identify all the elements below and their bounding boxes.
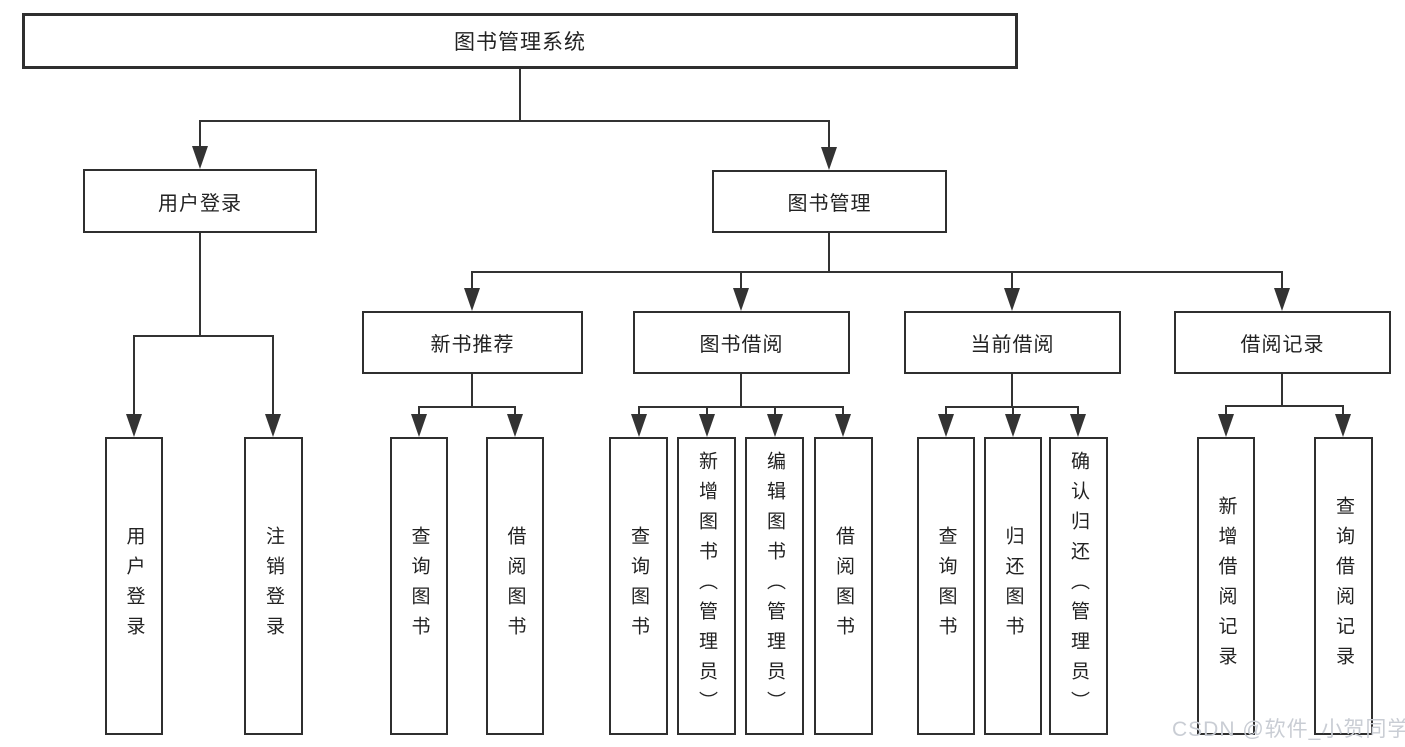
arrowhead-down-icon: [507, 414, 523, 437]
leaf-borrow-books-borrow: 借阅图书: [814, 437, 873, 735]
node-label: 图书管理系统: [454, 31, 586, 54]
leaf-label: 归还图书: [1002, 526, 1024, 646]
connector-line: [1225, 405, 1344, 407]
node-book-borrowing: 图书借阅: [633, 311, 850, 374]
node-label: 新书推荐: [430, 334, 515, 356]
connector-line: [133, 335, 274, 337]
leaf-logout: 注销登录: [244, 437, 303, 735]
node-label: 图书管理: [787, 193, 872, 215]
node-book-management: 图书管理: [712, 170, 947, 233]
arrowhead-down-icon: [821, 147, 837, 170]
arrowhead-down-icon: [1274, 288, 1290, 311]
arrowhead-down-icon: [411, 414, 427, 437]
connector-line: [638, 406, 640, 418]
leaf-label: 借阅图书: [504, 526, 526, 646]
leaf-borrow-books-recommend: 借阅图书: [486, 437, 544, 735]
leaf-label: 借阅图书: [833, 526, 854, 646]
leaf-query-books-borrow: 查询图书: [609, 437, 668, 735]
connector-line: [638, 406, 844, 408]
node-user-login: 用户登录: [83, 169, 317, 233]
leaf-confirm-return-admin: 确认归还（管理员）: [1049, 437, 1108, 735]
connector-line: [199, 233, 201, 335]
leaf-add-book-admin: 新增图书（管理员）: [677, 437, 736, 735]
arrowhead-down-icon: [464, 288, 480, 311]
connector-line: [519, 69, 521, 120]
connector-line: [1077, 406, 1079, 418]
node-current-borrowing: 当前借阅: [904, 311, 1121, 374]
arrowhead-down-icon: [265, 414, 281, 437]
connector-line: [1281, 374, 1283, 405]
connector-line: [828, 233, 830, 273]
arrowhead-down-icon: [631, 414, 647, 437]
arrowhead-down-icon: [1070, 414, 1086, 437]
leaf-user-login: 用户登录: [105, 437, 163, 735]
connector-line: [199, 120, 830, 122]
leaf-edit-book-admin: 编辑图书（管理员）: [745, 437, 804, 735]
connector-line: [740, 271, 742, 291]
connector-line: [1011, 374, 1013, 406]
leaf-label: 新增借阅记录: [1215, 496, 1237, 676]
connector-line: [828, 120, 830, 149]
connector-line: [471, 271, 473, 291]
arrowhead-down-icon: [1335, 414, 1351, 437]
leaf-return-books: 归还图书: [984, 437, 1042, 735]
leaf-label: 编辑图书（管理员）: [764, 451, 785, 721]
node-label: 图书借阅: [699, 334, 784, 356]
connector-line: [1225, 405, 1227, 418]
connector-line: [418, 406, 420, 418]
connector-line: [1342, 405, 1344, 418]
connector-line: [1011, 271, 1013, 291]
connector-line: [945, 406, 947, 418]
arrowhead-down-icon: [699, 414, 715, 437]
leaf-query-books-recommend: 查询图书: [390, 437, 448, 735]
connector-line: [514, 406, 516, 418]
arrowhead-down-icon: [126, 414, 142, 437]
node-label: 用户登录: [158, 192, 242, 215]
node-label: 当前借阅: [970, 334, 1055, 356]
arrowhead-down-icon: [767, 414, 783, 437]
connector-line: [1012, 406, 1014, 418]
leaf-label: 确认归还（管理员）: [1068, 451, 1089, 721]
node-new-book-recommendation: 新书推荐: [362, 311, 583, 374]
arrowhead-down-icon: [192, 146, 208, 169]
watermark: CSDN @软件_小贺同学: [1172, 718, 1405, 741]
connector-line: [418, 406, 516, 408]
leaf-label: 新增图书（管理员）: [696, 451, 717, 721]
leaf-label: 查询图书: [935, 526, 957, 646]
leaf-query-books-current: 查询图书: [917, 437, 975, 735]
leaf-label: 查询图书: [628, 526, 649, 646]
connector-line: [133, 335, 135, 416]
arrowhead-down-icon: [1218, 414, 1234, 437]
leaf-add-borrow-record: 新增借阅记录: [1197, 437, 1255, 735]
leaf-label: 注销登录: [263, 526, 284, 646]
connector-line: [740, 374, 742, 406]
node-library-system: 图书管理系统: [22, 13, 1018, 69]
arrowhead-down-icon: [1005, 414, 1021, 437]
connector-line: [1281, 271, 1283, 291]
connector-line: [199, 120, 201, 148]
leaf-label: 查询图书: [408, 526, 430, 646]
connector-line: [272, 335, 274, 416]
connector-line: [471, 271, 1283, 273]
arrowhead-down-icon: [1004, 288, 1020, 311]
node-label: 借阅记录: [1240, 334, 1325, 356]
arrowhead-down-icon: [938, 414, 954, 437]
node-borrowing-records: 借阅记录: [1174, 311, 1391, 374]
connector-line: [471, 374, 473, 406]
connector-line: [774, 406, 776, 418]
connector-line: [842, 406, 844, 418]
arrowhead-down-icon: [733, 288, 749, 311]
arrowhead-down-icon: [835, 414, 851, 437]
leaf-label: 用户登录: [123, 526, 145, 646]
leaf-label: 查询借阅记录: [1333, 496, 1354, 676]
leaf-query-borrow-record: 查询借阅记录: [1314, 437, 1373, 735]
connector-line: [706, 406, 708, 418]
